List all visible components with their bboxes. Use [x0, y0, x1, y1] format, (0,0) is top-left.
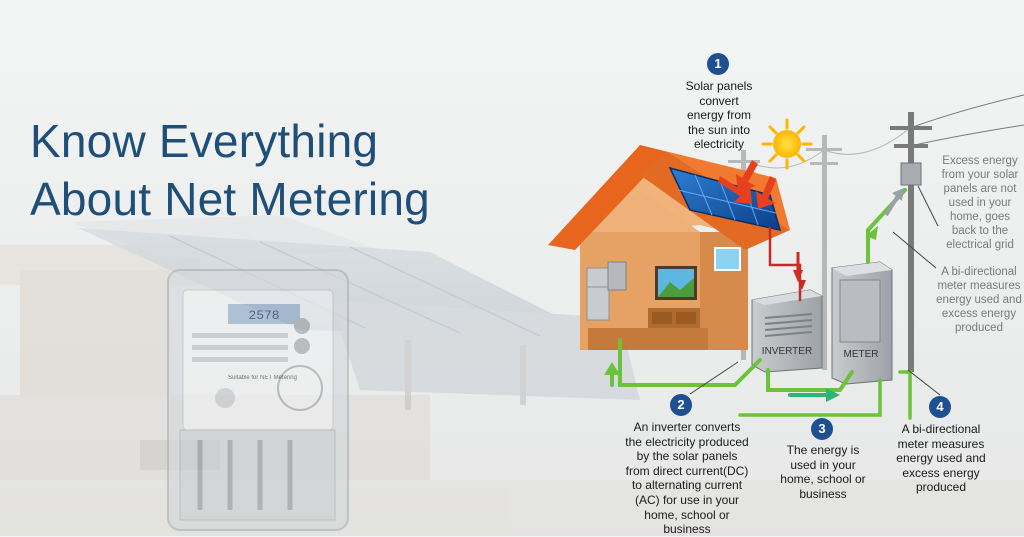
page-title: Know Everything About Net Metering	[30, 112, 430, 228]
inverter-box	[751, 289, 823, 373]
step-2-text: An inverter converts the electricity pro…	[625, 420, 749, 537]
meter-photo	[167, 269, 349, 531]
step-1-text: Solar panels convert energy from the sun…	[685, 79, 753, 152]
meter-label: METER	[844, 349, 879, 360]
flow-arrows	[604, 188, 904, 402]
title-line-2: About Net Metering	[30, 173, 430, 225]
step-4-text: A bi-directional meter measures energy u…	[896, 422, 986, 495]
inverter-label: INVERTER	[762, 346, 812, 357]
excess-energy-note: Excess energy from your solar panels are…	[941, 155, 1019, 251]
leader-lines	[689, 185, 941, 396]
meter-box	[831, 261, 893, 385]
step-2-badge: 2	[670, 394, 692, 416]
bidirectional-meter-note: A bi-directional meter measures energy u…	[936, 266, 1022, 334]
step-1-badge: 1	[707, 53, 729, 75]
energy-flow-wires	[610, 188, 912, 420]
sunlight-arrows	[718, 160, 776, 209]
sun-icon	[761, 118, 813, 170]
title-line-1: Know Everything	[30, 115, 379, 167]
meter-readout: 2578	[248, 308, 279, 323]
house-illustration	[548, 145, 790, 350]
step-3-text: The energy is used in your home, school …	[780, 443, 866, 501]
step-3-badge: 3	[811, 418, 833, 440]
meter-net-label: Suitable for NET Metering	[228, 375, 297, 381]
step-4-badge: 4	[929, 396, 951, 418]
